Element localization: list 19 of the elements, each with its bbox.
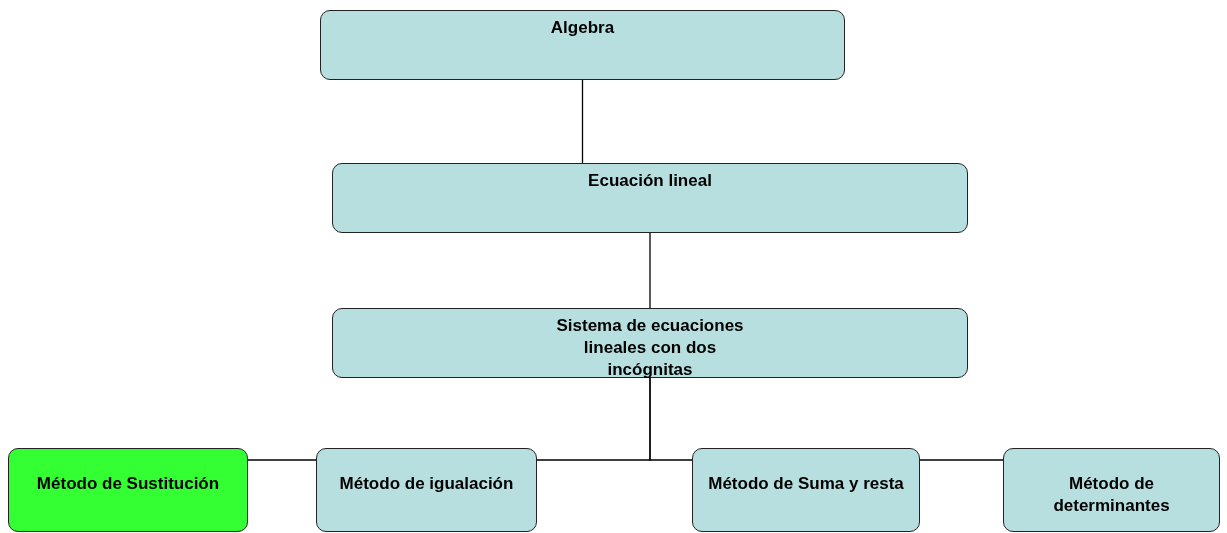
connector-line	[649, 232, 651, 309]
box-label: Método de igualación	[339, 473, 514, 495]
concept-box	[316, 448, 537, 532]
box-label: Método de determinantes	[1052, 473, 1171, 517]
box-label: Sistema de ecuaciones lineales con dos incógnitas	[555, 315, 745, 381]
connector-line	[649, 377, 693, 461]
connector-line	[581, 79, 584, 164]
concept-box	[332, 163, 968, 233]
concept-box	[1003, 448, 1220, 532]
concept-box	[692, 448, 920, 532]
connector-line	[919, 459, 1004, 461]
box-label: Método de Suma y resta	[708, 473, 904, 495]
concept-box	[332, 308, 968, 378]
box-label: Algebra	[550, 17, 615, 39]
concept-box	[8, 448, 248, 532]
concept-box	[320, 10, 845, 80]
box-label: Ecuación lineal	[588, 170, 712, 192]
connector-line	[247, 459, 317, 461]
box-label: Método de Sustitución	[36, 473, 220, 495]
